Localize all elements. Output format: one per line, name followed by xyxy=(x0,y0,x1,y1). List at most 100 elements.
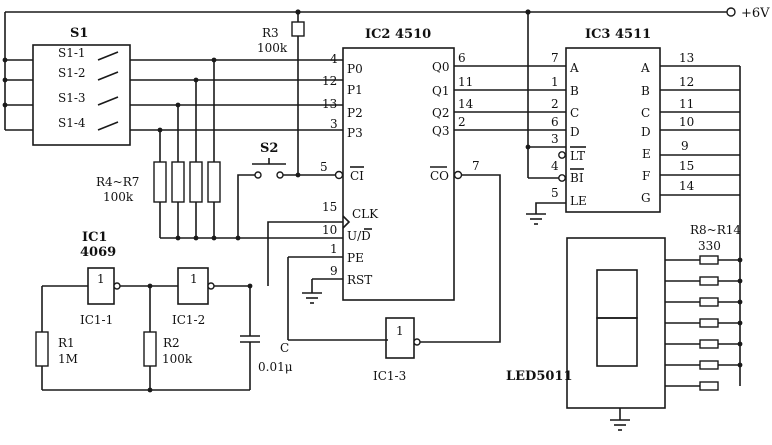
ic3-out-label-e: E xyxy=(642,147,651,161)
display-body xyxy=(566,237,666,409)
ic2-pin-num-clk: 15 xyxy=(322,200,337,214)
ic2-pin-label-co: CO xyxy=(430,169,449,183)
pushbutton-s2: S2 xyxy=(252,141,286,179)
ic1-part: 4069 xyxy=(80,245,116,260)
ground-rst xyxy=(302,292,322,304)
ic2-pin-label-ci: CI xyxy=(350,169,364,183)
ic3-out-num-b: 12 xyxy=(679,75,694,89)
resistors-r8-r14-name: R8~R14 xyxy=(690,223,741,237)
resistor-r2-name: R2 xyxy=(163,336,180,350)
ic2-pin-num-p2: 13 xyxy=(322,97,337,111)
ic3-bi-inverter-bubble xyxy=(558,174,566,182)
supply-terminal-icon xyxy=(726,7,736,17)
resistor-r11-body xyxy=(699,318,719,328)
resistor-r4-body xyxy=(153,161,167,203)
resistor-r1-value: 1M xyxy=(58,352,78,366)
resistor-r2: R2 100k xyxy=(143,331,193,367)
ic1-3-input-bubble xyxy=(413,338,421,346)
display-led5011: LED5011 xyxy=(506,237,666,409)
ic2-pin-label-clk: CLK xyxy=(352,207,379,221)
switch-label-2: S1-2 xyxy=(58,66,86,80)
ic1-1-gate-num: 1 xyxy=(97,272,105,286)
ic3-out-num-g: 14 xyxy=(679,179,695,193)
ic1-1-output-bubble xyxy=(113,282,121,290)
ic3-out-num-e: 9 xyxy=(681,139,689,153)
ic3-out-num-f: 15 xyxy=(679,159,694,173)
ic2-title: IC2 4510 xyxy=(365,27,431,42)
ic3-pin-num-b-in: 1 xyxy=(551,75,559,89)
switch-label-1: S1-1 xyxy=(58,46,86,60)
resistor-r3: R3 100k xyxy=(257,21,305,55)
ic2-pin-num-ud: 10 xyxy=(322,223,337,237)
ic3-out-num-d: 10 xyxy=(679,115,694,129)
ground-icon xyxy=(302,292,322,304)
switch-block-body xyxy=(32,44,131,146)
pushbutton-s2-name: S2 xyxy=(260,141,278,156)
ic2-pin-num-p3: 3 xyxy=(330,117,338,131)
resistor-r5-body xyxy=(171,161,185,203)
ic3-out-label-f: F xyxy=(642,169,650,183)
ic3-out-num-c: 11 xyxy=(679,97,694,111)
ground-icon xyxy=(610,419,630,431)
ic2-pin-label-p2: P2 xyxy=(347,106,363,120)
ground-display xyxy=(610,419,630,431)
display-digit-lower xyxy=(596,317,638,367)
ic2-pin-num-p1: 12 xyxy=(322,74,337,88)
ic1-4069: IC1 4069 1 IC1-1 1 IC1-2 1 IC1-3 xyxy=(80,230,421,383)
capacitor-c: C 0.01μ xyxy=(240,335,293,374)
resistors-r4-r7-name: R4~R7 xyxy=(96,175,139,189)
ic1-3-label: IC1-3 xyxy=(373,369,406,383)
resistor-r3-value: 100k xyxy=(257,41,288,55)
ic2-pin-num-co: 7 xyxy=(472,159,480,173)
ic2-pin-label-q0: Q0 xyxy=(432,60,449,74)
ic3-pin-num-a-in: 7 xyxy=(551,51,559,65)
resistor-r8-body xyxy=(699,255,719,265)
ic3-body xyxy=(565,47,661,213)
ic2-4510: IC2 4510 4 P0 12 P1 13 P2 3 P3 5 CI 15 C… xyxy=(320,27,480,301)
ic2-pin-num-q0: 6 xyxy=(458,51,466,65)
resistor-r3-body xyxy=(291,21,305,37)
ic3-out-label-b: B xyxy=(641,84,650,98)
ic1-3-gate-num: 1 xyxy=(396,324,404,338)
ic3-out-label-g: G xyxy=(641,191,651,205)
ic2-pin-label-q2: Q2 xyxy=(432,106,449,120)
switch-block-title: S1 xyxy=(70,26,88,41)
ic2-pin-num-q1: 11 xyxy=(458,75,473,89)
ic3-lt-inverter-bubble xyxy=(558,151,566,159)
ic3-out-label-c: C xyxy=(641,106,650,120)
display-digit-upper xyxy=(596,269,638,319)
pushbutton-contact-left xyxy=(254,171,262,179)
resistors-r4-r7-value: 100k xyxy=(103,190,134,204)
supply-label: +6V xyxy=(741,6,770,21)
ic2-pin-num-pe: 1 xyxy=(330,242,338,256)
ic2-pin-num-p0: 4 xyxy=(330,52,338,66)
resistor-r1: R1 1M xyxy=(35,331,78,367)
display-name: LED5011 xyxy=(506,369,573,384)
resistor-r14-body xyxy=(699,381,719,391)
ic1-1-label: IC1-1 xyxy=(80,313,113,327)
ic2-pin-label-p3: P3 xyxy=(347,126,363,140)
ic3-out-label-a: A xyxy=(640,61,650,75)
resistor-r2-body xyxy=(143,331,157,367)
ic3-pin-label-c-in: C xyxy=(570,106,579,120)
ic3-out-num-a: 13 xyxy=(679,51,694,65)
capacitor-value: 0.01μ xyxy=(258,360,293,374)
resistor-r13-body xyxy=(699,360,719,370)
ic2-ci-inverter-bubble xyxy=(334,170,344,180)
resistors-r8-r14: R8~R14 330 xyxy=(690,223,741,391)
ic2-pin-num-q3: 2 xyxy=(458,115,466,129)
ground-icon xyxy=(526,213,546,225)
switch-blade-2 xyxy=(97,71,119,81)
resistor-r1-body xyxy=(35,331,49,367)
switch-label-3: S1-3 xyxy=(58,91,86,105)
ic2-pin-num-rst: 9 xyxy=(330,264,338,278)
ic3-pin-num-le: 5 xyxy=(551,186,559,200)
pushbutton-contact-right xyxy=(276,171,284,179)
ic3-pin-label-le: LE xyxy=(570,194,587,208)
ic2-pin-label-ud: U/D xyxy=(347,229,371,243)
resistors-r4-r7: R4~R7 100k xyxy=(96,161,221,204)
resistor-r10-body xyxy=(699,297,719,307)
capacitor-name: C xyxy=(280,341,289,355)
ic2-pin-label-pe: PE xyxy=(347,251,364,265)
